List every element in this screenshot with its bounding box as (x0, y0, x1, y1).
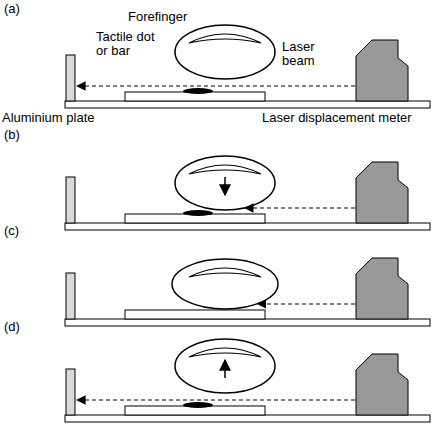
fingernail (189, 348, 261, 357)
fingernail (189, 268, 261, 277)
forefinger (175, 156, 275, 210)
motion-arrow (224, 360, 226, 378)
aluminium-plate (66, 273, 75, 319)
experiment-panel (65, 156, 430, 230)
experiment-panel (65, 25, 430, 108)
laser-beam (245, 207, 355, 208)
forefinger (175, 25, 275, 79)
laser-meter (356, 40, 408, 101)
part-label: Laser beam (282, 40, 326, 68)
forefinger (172, 259, 278, 309)
base-plate (65, 223, 430, 230)
base-plate (65, 319, 430, 326)
experiment-panel (65, 258, 430, 326)
forefinger (175, 339, 275, 393)
tactile-dot (183, 402, 213, 408)
panel-label: (c) (4, 224, 44, 238)
fingernail (189, 34, 261, 43)
part-label: Forefinger (128, 10, 218, 24)
experiment-panel (65, 339, 430, 422)
laser-beam (77, 85, 355, 86)
base-plate (65, 101, 430, 108)
aluminium-plate (66, 369, 75, 415)
laser-meter (356, 258, 408, 319)
part-label: Laser displacement meter (262, 111, 440, 125)
laser-beam (258, 303, 355, 304)
base-plate (65, 415, 430, 422)
platform (125, 310, 265, 319)
part-label: Tactile dot or bar (96, 30, 160, 58)
tactile-dot (183, 210, 213, 216)
aluminium-plate (66, 55, 75, 101)
panel-label: (b) (4, 128, 44, 142)
laser-meter (356, 354, 408, 415)
panel-label: (a) (4, 2, 44, 16)
laser-beam (77, 399, 355, 400)
panel-label: (d) (4, 320, 44, 334)
tactile-dot (183, 88, 213, 94)
aluminium-plate (66, 177, 75, 223)
fingernail (189, 165, 261, 174)
laser-meter (356, 162, 408, 223)
part-label: Aluminium plate (2, 111, 122, 125)
motion-arrow (224, 177, 226, 195)
